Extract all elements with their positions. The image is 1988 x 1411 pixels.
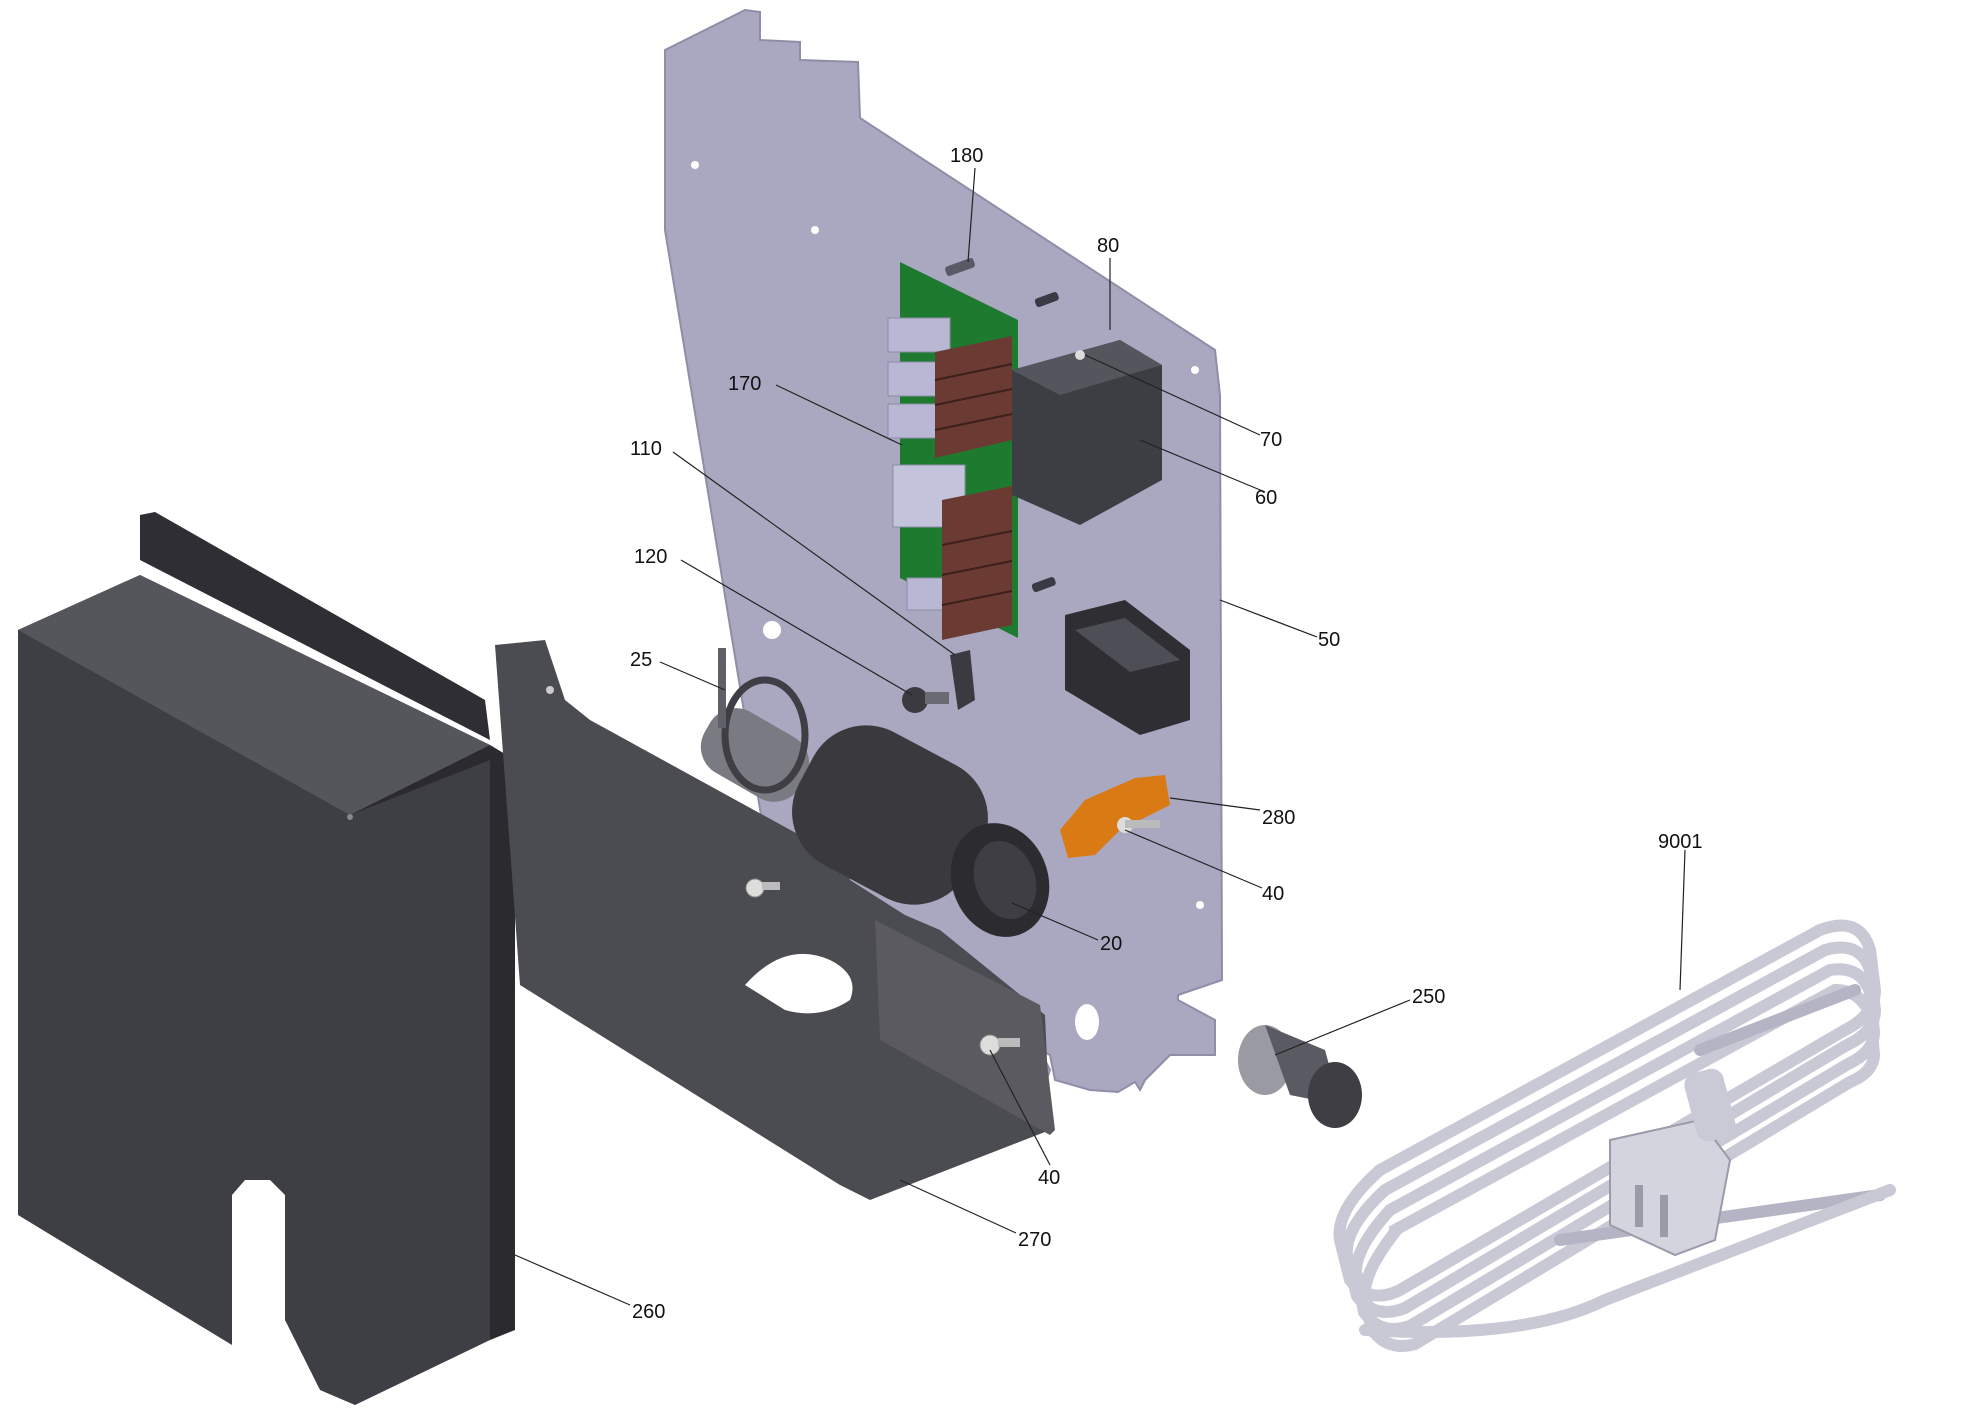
- callout-280: 280: [1262, 807, 1295, 829]
- callout-70: 70: [1260, 429, 1282, 451]
- callout-110: 110: [630, 438, 662, 460]
- callout-40-lower: 40: [1038, 1167, 1060, 1189]
- plug-head: [1609, 1068, 1736, 1257]
- callout-labels: 180 80 170 70 110 60 120 50 25 280 40 90…: [630, 145, 1703, 1323]
- callout-9001: 9001: [1658, 831, 1703, 853]
- callout-170: 170: [728, 373, 761, 395]
- callout-40-upper: 40: [1262, 883, 1284, 905]
- pcb-board: [887, 262, 1018, 640]
- callout-120: 120: [634, 546, 667, 568]
- callout-60: 60: [1255, 487, 1277, 509]
- socket-component: [1065, 600, 1190, 735]
- standoff-screws: [945, 258, 1059, 593]
- callout-20: 20: [1100, 933, 1122, 955]
- callout-270: 270: [1018, 1229, 1051, 1251]
- callout-250: 250: [1412, 986, 1445, 1008]
- cover-box: [18, 512, 515, 1405]
- callout-50: 50: [1318, 629, 1340, 651]
- plug-cap: [1238, 1025, 1362, 1128]
- transformer: [1012, 340, 1162, 525]
- callout-80: 80: [1097, 235, 1119, 257]
- callout-25: 25: [630, 649, 652, 671]
- cable-tie: [718, 648, 809, 794]
- screws-40: [745, 878, 1020, 1056]
- leader-lines: [514, 167, 1686, 1306]
- mounting-bracket: [495, 640, 1055, 1200]
- callout-180: 180: [950, 145, 983, 167]
- callout-260: 260: [632, 1301, 665, 1323]
- screw-and-clip: [902, 650, 975, 713]
- orange-bracket: [1060, 775, 1170, 858]
